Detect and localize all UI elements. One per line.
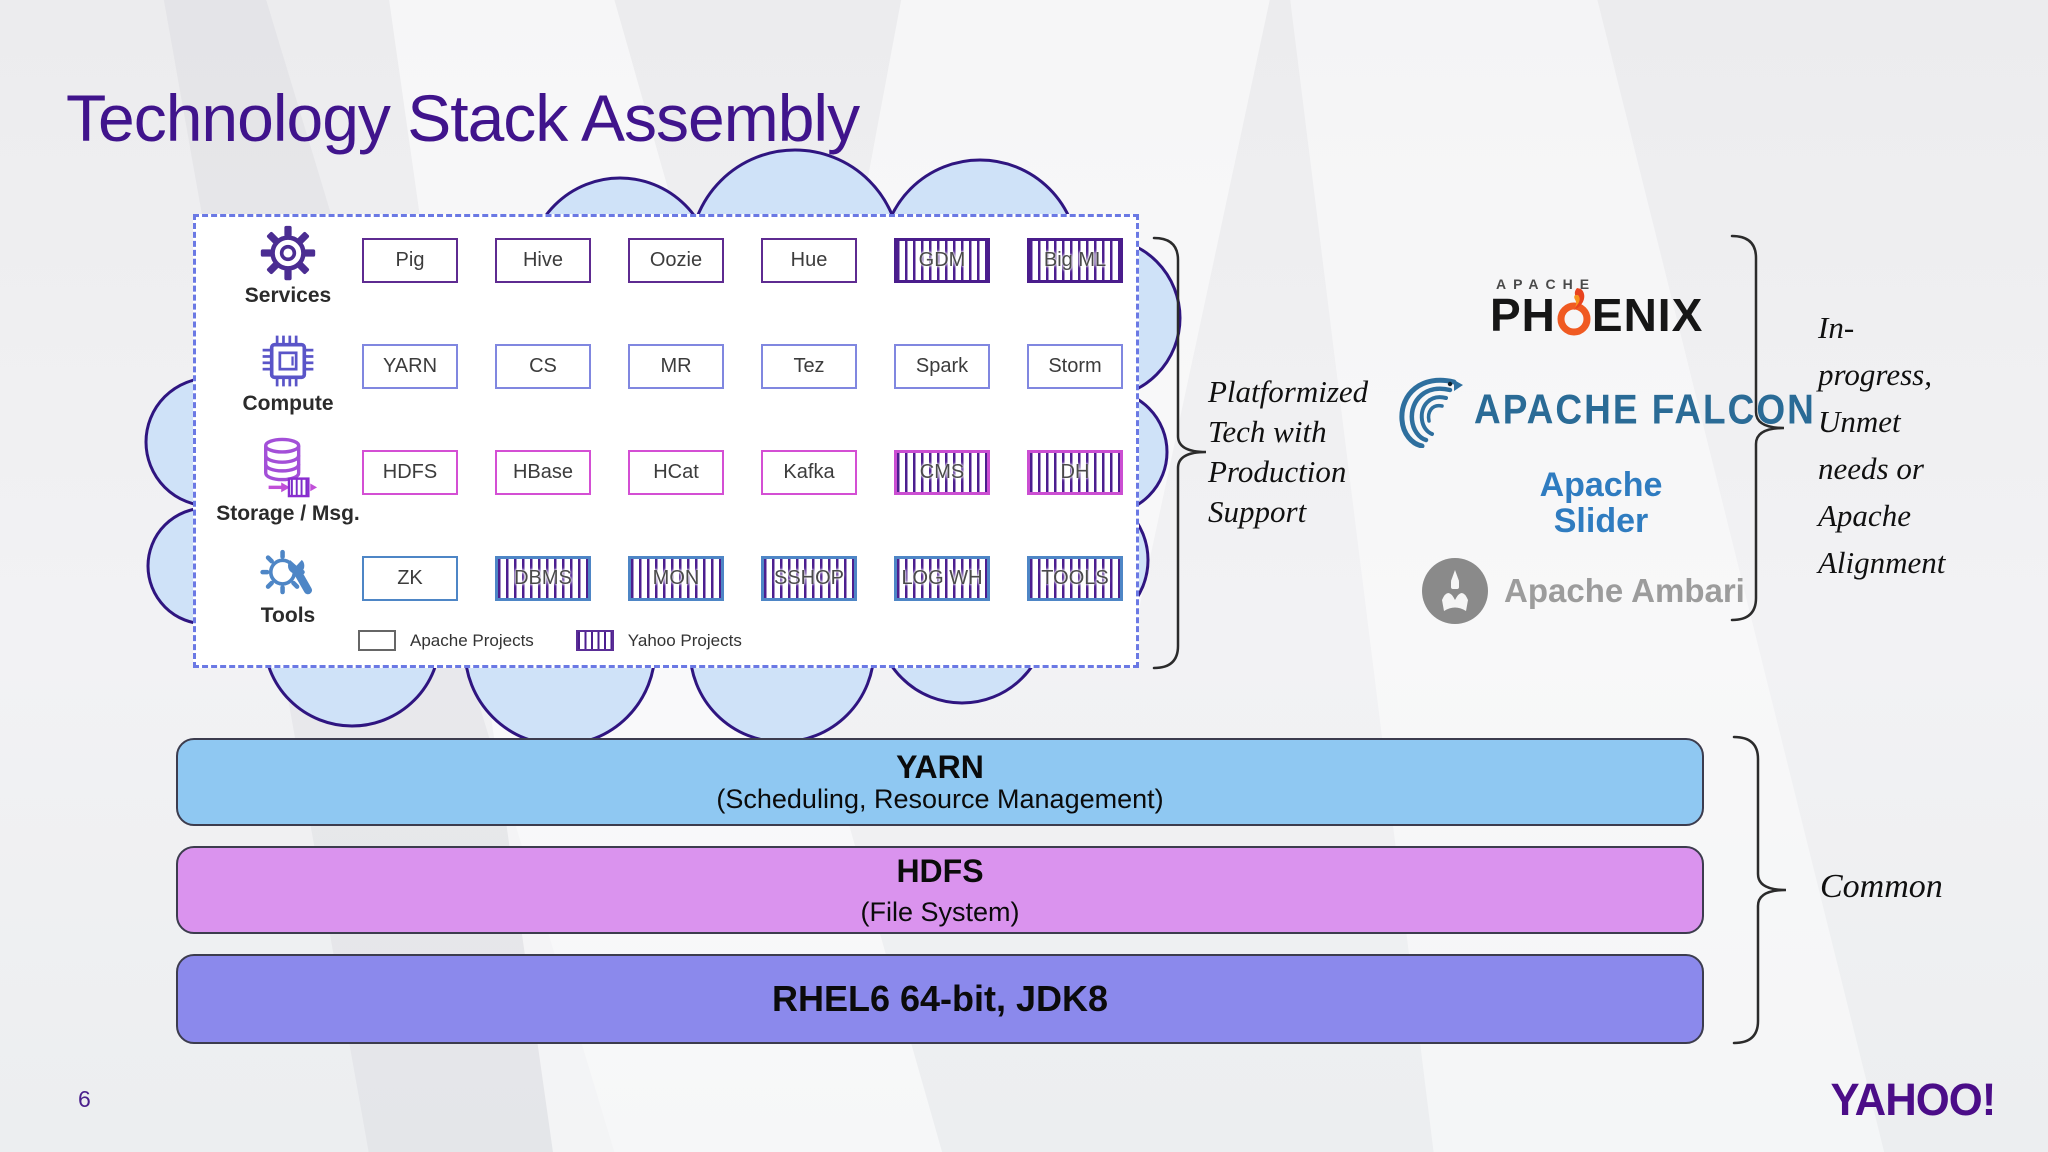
hdfs-bar-title: HDFS <box>896 852 984 889</box>
tech-box-cs: CS <box>495 344 591 389</box>
phoenix-apache-text: APACHE <box>1496 276 1597 292</box>
legend: Apache Projects Yahoo Projects <box>358 630 770 651</box>
tech-box-zk: ZK <box>362 556 458 601</box>
common-brace <box>1732 735 1787 1045</box>
yarn-bar-title: YARN <box>896 749 984 785</box>
gear-icon <box>260 225 316 281</box>
yahoo-projects-label: Yahoo Projects <box>627 630 742 650</box>
tech-box-hbase: HBase <box>495 450 591 495</box>
apache-slider-logo: Apache Slider <box>1539 466 1663 540</box>
hdfs-bar: HDFS (File System) <box>176 846 1704 934</box>
cpu-icon <box>262 335 314 387</box>
in-progress-annotation: In- progress, Unmet needs or Apache Alig… <box>1818 310 1946 580</box>
tech-box-dbms: DBMS <box>495 556 591 601</box>
tech-box-tez: Tez <box>761 344 857 389</box>
apache-ambari-logo: Apache Ambari <box>1422 558 1745 624</box>
phoenix-text-right: ENIX <box>1591 289 1704 341</box>
compute-row: YARN CS MR Tez Spark Storm <box>362 344 1123 389</box>
tech-box-pig: Pig <box>362 238 458 283</box>
database-icon <box>264 437 318 498</box>
hdfs-bar-subtitle: (File System) <box>860 896 1020 927</box>
storage-row: HDFS HBase HCat Kafka CMS DH <box>362 450 1123 495</box>
ambari-emblem-icon <box>1422 558 1488 624</box>
row-label: Tools <box>260 604 316 627</box>
yarn-bar-subtitle: (Scheduling, Resource Management) <box>716 784 1164 814</box>
slide-title: Technology Stack Assembly <box>66 81 860 155</box>
phoenix-flame-icon <box>1557 288 1591 336</box>
tech-box-mon: MON <box>628 556 724 601</box>
row-label-services: Services <box>218 224 358 308</box>
tools-row: ZK DBMS MON SSHOP LOG WH TOOLS <box>362 556 1123 601</box>
apache-projects-label: Apache Projects <box>410 630 534 650</box>
row-label-tools: Tools <box>218 544 358 628</box>
ambari-text: Apache Ambari <box>1504 572 1745 609</box>
rhel-bar: RHEL6 64-bit, JDK8 <box>176 954 1704 1044</box>
tech-box-hdfs: HDFS <box>362 450 458 495</box>
row-label: Services <box>244 284 332 307</box>
tech-box-spark: Spark <box>894 344 990 389</box>
tech-box-log-wh: LOG WH <box>894 556 990 601</box>
apache-falcon-logo: APACHE FALCON <box>1392 372 1816 448</box>
yahoo-logo: YAHOO! <box>1830 1074 1997 1125</box>
phoenix-text-left: PH <box>1490 289 1556 341</box>
tech-box-big-ml: Big ML <box>1027 238 1123 283</box>
tech-box-hue: Hue <box>761 238 857 283</box>
services-row: Pig Hive Oozie Hue GDM Big ML <box>362 238 1123 283</box>
falcon-text: APACHE FALCON <box>1474 386 1816 433</box>
platformized-annotation: Platformized Tech with Production Suppor… <box>1208 374 1369 529</box>
rhel-bar-title: RHEL6 64-bit, JDK8 <box>771 978 1109 1019</box>
tech-box-tools: TOOLS <box>1027 556 1123 601</box>
tech-box-sshop: SSHOP <box>761 556 857 601</box>
tech-box-hive: Hive <box>495 238 591 283</box>
apache-phoenix-logo: APACHE PH ENIX <box>1490 276 1703 342</box>
common-annotation: Common <box>1820 868 1943 905</box>
yarn-bar: YARN (Scheduling, Resource Management) <box>176 738 1704 826</box>
in-progress-brace <box>1730 234 1785 622</box>
row-label: Compute <box>242 392 334 415</box>
tech-box-kafka: Kafka <box>761 450 857 495</box>
row-label-storage: Storage / Msg. <box>216 434 360 526</box>
falcon-eagle-icon <box>1399 377 1463 448</box>
tech-box-yarn: YARN <box>362 344 458 389</box>
tech-box-hcat: HCat <box>628 450 724 495</box>
apache-projects-swatch <box>358 630 396 651</box>
platformized-brace <box>1152 236 1207 670</box>
tech-box-gdm: GDM <box>894 238 990 283</box>
tools-icon <box>260 549 313 595</box>
row-label-compute: Compute <box>218 332 358 416</box>
tech-box-cms: CMS <box>894 450 990 495</box>
row-label: Storage / Msg. <box>216 502 360 525</box>
page-number: 6 <box>78 1086 91 1112</box>
tech-box-mr: MR <box>628 344 724 389</box>
tech-box-storm: Storm <box>1027 344 1123 389</box>
tech-box-oozie: Oozie <box>628 238 724 283</box>
tech-box-dh: DH <box>1027 450 1123 495</box>
yahoo-projects-swatch <box>575 630 614 651</box>
